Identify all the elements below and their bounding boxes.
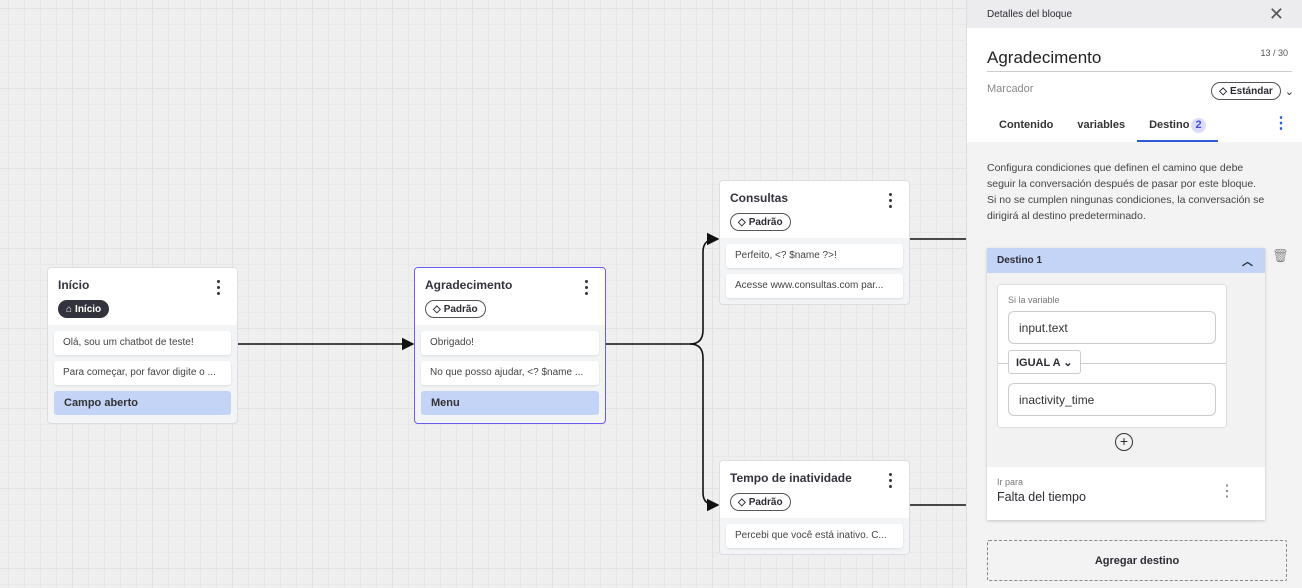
collapse-icon[interactable]: ︿	[1242, 256, 1253, 268]
more-icon[interactable]	[217, 280, 221, 295]
goto-label: Ir para	[997, 477, 1024, 487]
tab-variables[interactable]: variables	[1077, 119, 1126, 131]
tag-badge: ◇Padrão	[730, 493, 791, 511]
destination-title: Destino 1	[997, 255, 1043, 266]
condition-box: Si la variable input.text IGUAL A ⌄ inac…	[997, 284, 1227, 428]
marker-select[interactable]: ◇Estándar ⌄	[1211, 82, 1294, 100]
marker-value: Estándar	[1229, 85, 1273, 97]
node-title: Consultas	[730, 191, 789, 205]
start-tag: ⌂Início	[58, 300, 110, 318]
connection-agradecimento-tempo	[689, 343, 720, 512]
node-agradecimento[interactable]: Agradecimento ◇Padrão Obrigado! No que p…	[414, 267, 606, 424]
tag-label: Padrão	[748, 496, 783, 508]
message-item[interactable]: Percebi que você está inativo. C...	[726, 524, 903, 548]
node-title: Início	[58, 278, 90, 292]
input-item[interactable]: Campo aberto	[54, 391, 231, 415]
add-condition-icon[interactable]: +	[1115, 433, 1133, 451]
close-icon[interactable]: ✕	[1268, 4, 1284, 24]
add-destination-button[interactable]: Agregar destino	[987, 540, 1287, 581]
tag-label: Padrão	[748, 216, 783, 228]
char-count: 13 / 30	[1260, 48, 1288, 58]
goto-section[interactable]: Ir para Falta del tiempo ⋮	[987, 467, 1265, 520]
connections	[238, 232, 966, 512]
home-icon: ⌂	[66, 303, 73, 315]
message-item[interactable]: Obrigado!	[421, 331, 599, 355]
description: Configura condiciones que definen el cam…	[987, 162, 1265, 222]
chevron-down-icon: ⌄	[1284, 85, 1294, 98]
node-inicio[interactable]: Início ⌂Início Olá, sou um chatbot de te…	[47, 267, 238, 424]
menu-item[interactable]: Menu	[421, 391, 599, 415]
panel-header: Detalles del bloque	[987, 9, 1073, 20]
tag-icon: ◇	[738, 216, 746, 228]
node-consultas[interactable]: Consultas ◇Padrão Perfeito, <? $name ?>!…	[719, 180, 910, 305]
node-title: Tempo de inatividade	[730, 471, 852, 485]
destination-card: Destino 1 ︿ Si la variable input.text IGU…	[987, 248, 1265, 520]
message-item[interactable]: No que posso ajudar, <? $name ...	[421, 361, 599, 385]
more-icon[interactable]	[889, 193, 893, 208]
value-input[interactable]: inactivity_time	[1008, 383, 1216, 416]
more-icon[interactable]	[585, 280, 589, 295]
tab-label: Destino	[1149, 119, 1190, 131]
chevron-down-icon: ⌄	[1063, 357, 1073, 369]
block-details-panel: Detalles del bloque ✕ Agradecimento 13 / …	[966, 0, 1302, 588]
tag-badge: ◇Padrão	[425, 300, 486, 318]
message-item[interactable]: Perfeito, <? $name ?>!	[726, 244, 903, 268]
more-icon[interactable]: ⋮	[1219, 483, 1235, 500]
node-tempo-inatividade[interactable]: Tempo de inatividade ◇Padrão Percebi que…	[719, 460, 910, 555]
tag-label: Padrão	[443, 303, 478, 315]
tag-badge: ◇Padrão	[730, 213, 791, 231]
message-item[interactable]: Para começar, por favor digite o ...	[54, 361, 231, 385]
block-name-input[interactable]: Agradecimento	[987, 48, 1102, 67]
connection-agradecimento-consultas	[606, 232, 720, 345]
variable-input[interactable]: input.text	[1008, 311, 1216, 344]
goto-value: Falta del tiempo	[997, 490, 1086, 504]
message-item[interactable]: Acesse www.consultas.com par...	[726, 274, 903, 298]
tag-icon: ◇	[1219, 85, 1227, 97]
more-options-icon[interactable]: ⋮	[1273, 115, 1289, 132]
tag-icon: ◇	[433, 303, 441, 315]
trash-icon[interactable]: 🗑	[1272, 248, 1289, 263]
tag-icon: ◇	[738, 496, 746, 508]
operator-value: IGUAL A	[1016, 357, 1061, 369]
more-icon[interactable]	[889, 473, 893, 488]
if-label: Si la variable	[1008, 295, 1060, 305]
marker-label: Marcador	[987, 83, 1034, 95]
tag-label: Início	[75, 303, 102, 315]
count-badge: 2	[1191, 118, 1206, 133]
message-item[interactable]: Olá, sou um chatbot de teste!	[54, 331, 231, 355]
node-title: Agradecimento	[425, 278, 513, 292]
operator-select[interactable]: IGUAL A ⌄	[1008, 350, 1081, 374]
tab-contenido[interactable]: Contenido	[999, 119, 1054, 131]
